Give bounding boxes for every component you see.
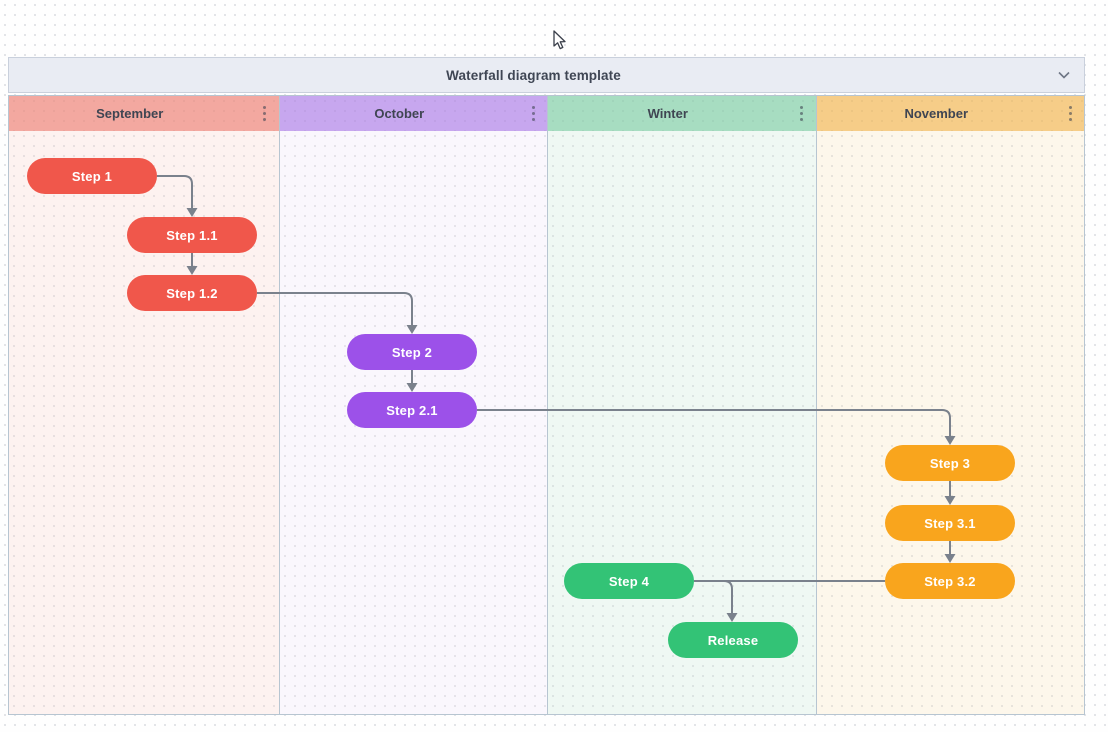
- kebab-dot: [531, 118, 535, 121]
- kebab-dot: [263, 112, 266, 115]
- chevron-down-icon: [1058, 71, 1070, 79]
- kebab-dot: [531, 112, 535, 115]
- kebab-dot: [1068, 118, 1072, 121]
- node-step-3-1[interactable]: Step 3.1: [885, 505, 1015, 541]
- column-header-winter[interactable]: Winter: [548, 96, 816, 131]
- column-header-september[interactable]: September: [9, 96, 279, 131]
- node-step-4[interactable]: Step 4: [564, 563, 694, 599]
- kebab-menu-icon[interactable]: [519, 106, 547, 121]
- kebab-dot: [531, 106, 535, 109]
- column-label-november: November: [904, 106, 969, 121]
- kebab-menu-icon[interactable]: [788, 106, 816, 121]
- node-step-2[interactable]: Step 2: [347, 334, 477, 370]
- node-step-1-1[interactable]: Step 1.1: [127, 217, 257, 253]
- kebab-dot: [800, 118, 803, 121]
- column-label-october: October: [374, 106, 425, 121]
- node-step-3[interactable]: Step 3: [885, 445, 1015, 481]
- column-header-november[interactable]: November: [816, 96, 1084, 131]
- column-label-september: September: [96, 106, 164, 121]
- diagram-title: Waterfall diagram template: [446, 67, 621, 83]
- node-step-1[interactable]: Step 1: [27, 158, 157, 194]
- node-release[interactable]: Release: [668, 622, 798, 658]
- collapse-toggle-button[interactable]: [1058, 71, 1084, 79]
- node-step-3-2[interactable]: Step 3.2: [885, 563, 1015, 599]
- column-header-october[interactable]: October: [279, 96, 547, 131]
- kebab-menu-icon[interactable]: [1056, 106, 1084, 121]
- kebab-dot: [1068, 112, 1072, 115]
- kebab-dot: [263, 118, 266, 121]
- diagram-title-bar[interactable]: Waterfall diagram template: [8, 57, 1085, 93]
- node-step-1-2[interactable]: Step 1.2: [127, 275, 257, 311]
- kebab-dot: [800, 106, 803, 109]
- kebab-menu-icon[interactable]: [251, 106, 279, 121]
- column-label-winter: Winter: [647, 106, 688, 121]
- kebab-dot: [263, 106, 266, 109]
- kebab-dot: [800, 112, 803, 115]
- node-step-2-1[interactable]: Step 2.1: [347, 392, 477, 428]
- kebab-dot: [1068, 106, 1072, 109]
